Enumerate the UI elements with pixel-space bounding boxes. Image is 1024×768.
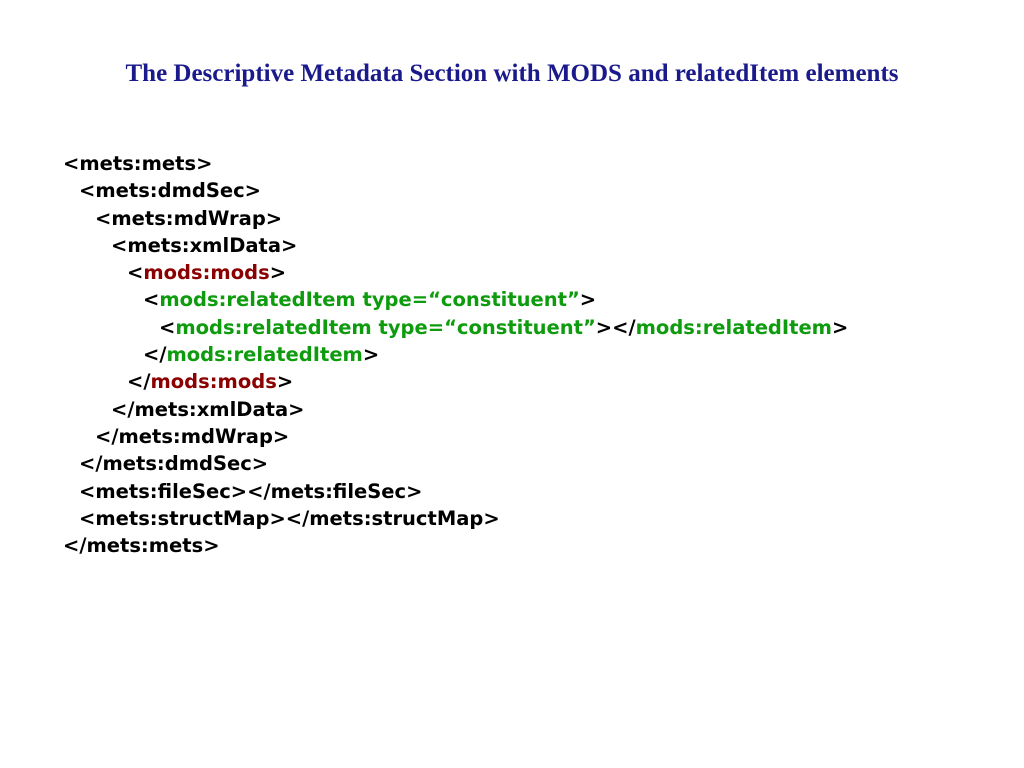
code-segment: </mets:mdWrap> [95,424,290,448]
xml-code-block: <mets:mets> <mets:dmdSec> <mets:mdWrap> <me… [63,150,848,559]
code-line: </mods:relatedItem> [63,341,848,368]
code-line: <mets:xmlData> [63,232,848,259]
code-segment: mods:relatedItem type=“constituent” [175,315,596,339]
code-segment: </mets:mets> [63,534,220,558]
code-segment: </mets:xmlData> [111,397,305,421]
code-segment: mods:mods [143,261,270,285]
code-line: <mets:structMap></mets:structMap> [63,505,848,532]
code-segment: </ [127,370,151,394]
code-segment: > [276,370,294,394]
code-line: <mods:relatedItem type=“constituent”> [63,286,848,313]
code-segment: </mets:dmdSec> [79,452,269,476]
code-segment: <mets:mdWrap> [95,206,283,230]
code-line: </mets:mdWrap> [63,423,848,450]
code-segment: ></ [595,315,636,339]
code-line: </mets:dmdSec> [63,450,848,477]
code-segment: > [269,261,287,285]
slide-title: The Descriptive Metadata Section with MO… [125,60,899,87]
code-segment: < [143,288,160,312]
code-segment: < [159,315,176,339]
code-segment: <mets:xmlData> [111,233,298,257]
code-line: <mods:mods> [63,259,848,286]
code-segment: <mets:dmdSec> [79,179,262,203]
code-line: <mets:dmdSec> [63,177,848,204]
code-segment: > [362,343,380,367]
code-line: <mets:mdWrap> [63,205,848,232]
code-segment: mods:relatedItem [635,315,832,339]
code-segment: mods:relatedItem [166,343,363,367]
code-segment: <mets:structMap></mets:structMap> [79,506,500,530]
code-segment: < [127,261,144,285]
code-segment: mods:mods [150,370,277,394]
code-line: </mets:mets> [63,532,848,559]
code-segment: <mets:mets> [63,152,213,175]
code-line: <mets:mets> [63,150,848,177]
code-segment: > [832,315,849,339]
code-segment: </ [143,343,167,367]
code-segment: mods:relatedItem type=“constituent” [159,288,580,312]
code-segment: > [579,288,597,312]
code-line: <mods:relatedItem type=“constituent”></m… [63,314,848,341]
code-line: </mods:mods> [63,368,848,395]
code-segment: <mets:fileSec></mets:fileSec> [79,479,423,503]
code-line: <mets:fileSec></mets:fileSec> [63,478,848,505]
code-line: </mets:xmlData> [63,396,848,423]
